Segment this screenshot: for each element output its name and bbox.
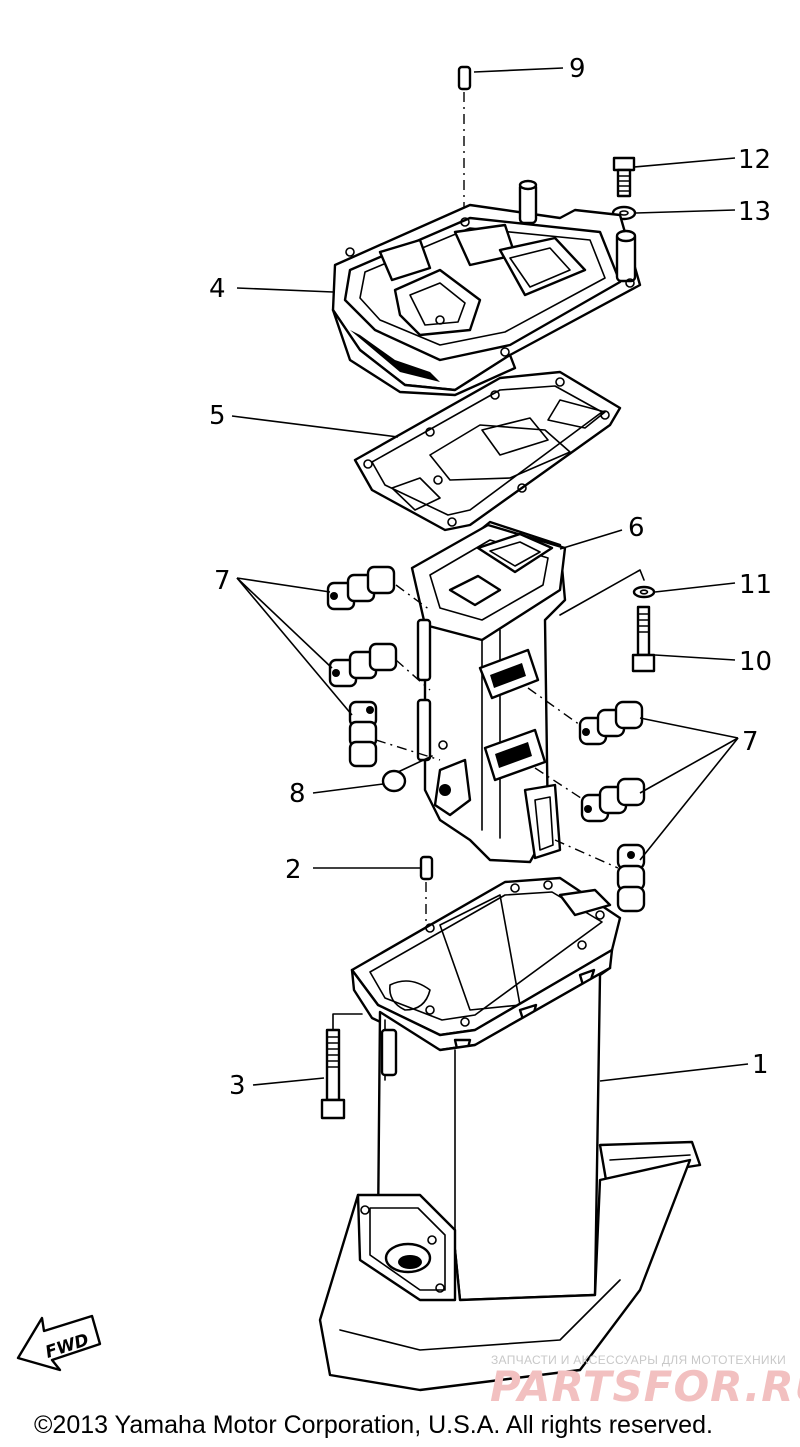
part-7-mounts-left (326, 565, 441, 768)
callout-6: 6 (628, 513, 645, 543)
mount-group-middle-right (580, 777, 646, 823)
copyright-notice: ©2013 Yamaha Motor Corporation, U.S.A. A… (34, 1411, 713, 1439)
part-1-driveshaft-housing (318, 876, 702, 1392)
part-4-upper-casing (331, 179, 642, 397)
mount-group-middle-left (328, 642, 398, 688)
part-8-plug (381, 755, 433, 793)
part-10-bolt (631, 605, 656, 673)
callout-1: 1 (752, 1050, 769, 1080)
watermark-brand: PARTSFOR.RU (490, 1362, 800, 1411)
callout-10: 10 (739, 647, 772, 677)
mount-group-upper-right (578, 700, 644, 746)
part-11-washer (632, 585, 656, 599)
callout-11: 11 (739, 570, 772, 600)
watermark-tagline: ЗАПЧАСТИ И АКСЕССУАРЫ ДЛЯ МОТОТЕХНИКИ (491, 1353, 787, 1367)
leader-lines (231, 67, 749, 1086)
mount-group-lower-left (348, 700, 378, 768)
callout-3: 3 (229, 1071, 246, 1101)
callout-7-right: 7 (742, 727, 759, 757)
callout-2: 2 (285, 855, 302, 885)
callout-12: 12 (738, 145, 771, 175)
callout-4: 4 (209, 274, 226, 304)
part-7-mounts-right (527, 687, 646, 913)
part-9-dowel-pin (457, 65, 472, 226)
callout-labels: 9 12 13 4 5 6 7 11 10 7 8 2 3 1 (209, 54, 772, 1101)
callout-9: 9 (569, 54, 586, 84)
callout-13: 13 (738, 197, 771, 227)
fwd-direction-arrow: FWD (16, 1314, 102, 1372)
part-3-bolt (320, 1013, 363, 1120)
part-5-gasket (353, 370, 622, 532)
part-6-exhaust-guide (410, 520, 567, 864)
callout-8: 8 (289, 779, 306, 809)
part-12-bolt (612, 156, 636, 198)
callout-5: 5 (209, 401, 226, 431)
mount-group-upper-left (326, 565, 396, 611)
callout-7-left: 7 (214, 566, 231, 596)
mount-group-lower-right (616, 843, 646, 913)
